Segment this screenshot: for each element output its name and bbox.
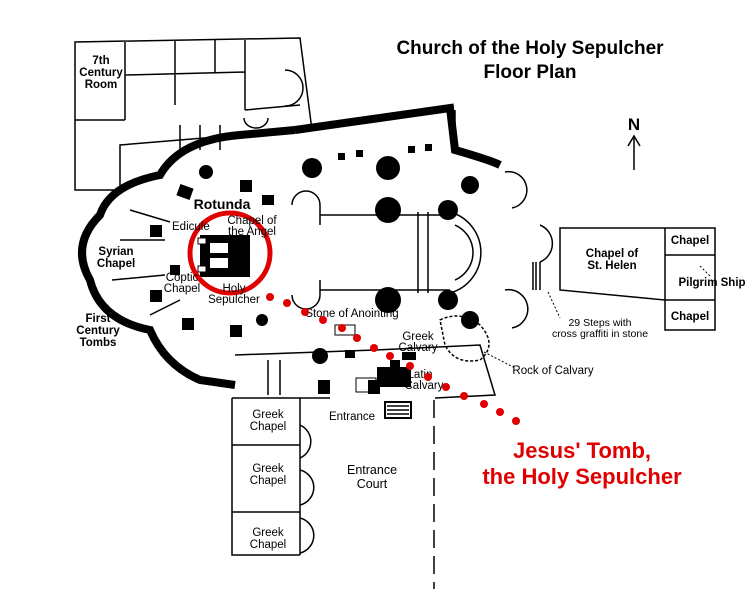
tomb-highlight-circle (187, 210, 273, 296)
stone-anointing-label: Stone of Anointing (305, 308, 398, 320)
north-arrow-icon: N (627, 115, 641, 170)
title-line-1: Church of the Holy Sepulcher (396, 38, 664, 59)
first-century-label-2: Century (76, 325, 120, 337)
syrian-chapel-label-2: Chapel (97, 258, 135, 270)
calvary-area (234, 315, 496, 399)
callout-line-1: Jesus' Tomb, (513, 438, 651, 463)
latin-calvary-label-2: Calvary (405, 380, 444, 392)
edicule (197, 235, 250, 277)
steps-label-1: 29 Steps with (568, 317, 631, 329)
catholicon-walls (291, 103, 554, 364)
holy-sepulcher-label-2: Sepulcher (208, 294, 260, 306)
chapel-b-label: Chapel (671, 311, 709, 323)
syrian-chapel-label-1: Syrian (98, 246, 133, 258)
entrance-area (231, 360, 435, 589)
edicule-label: Edicule (172, 221, 210, 233)
century-room-label-2: Century (79, 67, 123, 79)
greek-chapel-b-label-2: Chapel (250, 475, 286, 487)
century-room-label-1: 7th (92, 55, 109, 67)
rotunda-label: Rotunda (194, 196, 251, 212)
greek-chapel-c-label-1: Greek (252, 527, 284, 539)
first-century-label-1: First (86, 313, 111, 325)
century-room-label-3: Room (85, 79, 118, 91)
coptic-chapel-label-2: Chapel (164, 283, 200, 295)
coptic-chapel-label-1: Coptic (166, 272, 199, 284)
callout-line-2: the Holy Sepulcher (482, 464, 682, 489)
chapel-angel-label-1: Chapel of (227, 215, 277, 227)
entrance-court-label-1: Entrance (347, 463, 397, 477)
seventh-century-room (74, 37, 313, 191)
greek-calvary-label-2: Calvary (399, 342, 438, 354)
greek-chapel-a-label-1: Greek (252, 409, 284, 421)
chapel-angel-label-2: the Angel (228, 226, 276, 238)
first-century-label-3: Tombs (80, 337, 117, 349)
entrance-label: Entrance (329, 411, 375, 423)
holy-sepulcher-label-1: Holy (222, 283, 245, 295)
pilgrim-route-dots (266, 293, 520, 425)
rock-calvary-pointer (483, 351, 516, 369)
entrance-court-label-2: Court (357, 477, 388, 491)
title-line-2: Floor Plan (484, 62, 577, 83)
steps-label-2: cross graffiti in stone (552, 328, 648, 340)
chapel-st-helen (559, 227, 716, 331)
st-helen-label-2: St. Helen (587, 260, 636, 272)
st-helen-label-1: Chapel of (586, 248, 639, 260)
pilgrim-ship-pointer (699, 265, 711, 277)
north-label: N (628, 115, 640, 134)
chapel-a-label: Chapel (671, 235, 709, 247)
rotunda-walls (78, 126, 296, 389)
greek-chapel-c-label-2: Chapel (250, 539, 286, 551)
greek-calvary-label-1: Greek (402, 331, 434, 343)
greek-chapel-a-label-2: Chapel (250, 421, 286, 433)
rock-calvary-label: Rock of Calvary (512, 365, 593, 377)
steps-pointer (547, 291, 561, 319)
pilgrim-ship-label: Pilgrim Ship (678, 277, 745, 289)
greek-chapel-b-label-1: Greek (252, 463, 284, 475)
